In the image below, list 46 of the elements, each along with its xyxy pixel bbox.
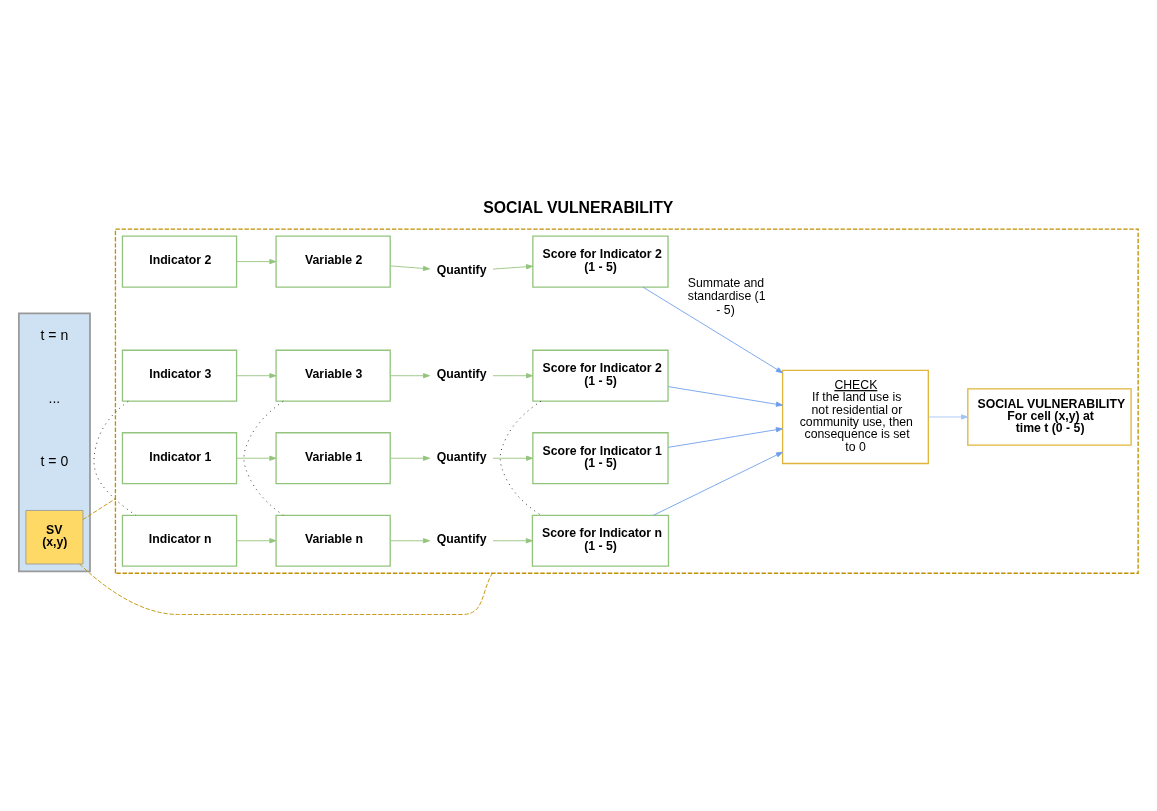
node-box: CHECK If the land use is not residential or community use, then consequence is set to 0 [781, 369, 929, 464]
edge-label: Summate and standardise (1 - 5) [687, 275, 766, 317]
node-box: Variable 3 [275, 349, 391, 402]
diagram-title: SOCIAL VULNERABILITY [483, 198, 674, 216]
node-box: Score for Indicator 1 (1 - 5) [532, 431, 669, 484]
node-text: Quantify [436, 449, 487, 464]
node-box: Score for Indicator 2 (1 - 5) [532, 235, 669, 288]
node-label: t = 0 [40, 452, 69, 469]
arrow [492, 455, 534, 461]
arrow [236, 455, 277, 461]
node-box: Variable n [275, 514, 391, 567]
arrow [390, 537, 430, 543]
cluster [114, 227, 1139, 574]
node-box: Indicator n [121, 514, 238, 567]
connector [79, 563, 493, 615]
arrow [492, 537, 533, 543]
arrow [492, 263, 534, 269]
arrow [928, 413, 969, 420]
node-box: Score for Indicator n (1 - 5) [531, 514, 670, 567]
arrow [390, 455, 430, 461]
node-label: t = n [40, 326, 69, 343]
node-text: Quantify [436, 366, 487, 381]
connector [499, 400, 542, 516]
node-box: Indicator 2 [121, 235, 238, 288]
node-box: Variable 2 [275, 235, 391, 288]
node-box: Indicator 1 [121, 431, 238, 484]
arrow [390, 264, 430, 271]
node-box: Score for Indicator 2 (1 - 5) [532, 349, 669, 402]
arrow [642, 286, 783, 373]
arrow [492, 372, 534, 378]
node-box: SV (x,y) [25, 509, 84, 564]
arrow [236, 258, 277, 264]
node-label: ... [48, 389, 61, 406]
arrow [653, 451, 783, 516]
arrow [667, 385, 783, 407]
arrow [236, 372, 277, 378]
node-text: Quantify [436, 262, 487, 277]
node-box: Variable 1 [275, 431, 391, 484]
cluster [18, 312, 91, 572]
arrow [667, 426, 783, 448]
node-box: SOCIAL VULNERABILITY For cell (x,y) at time t (0 - 5) [967, 387, 1132, 446]
arrow [390, 372, 430, 378]
node-box: Indicator 3 [121, 349, 238, 402]
connector [82, 497, 116, 520]
node-text: Quantify [436, 531, 487, 546]
arrow [236, 537, 277, 543]
